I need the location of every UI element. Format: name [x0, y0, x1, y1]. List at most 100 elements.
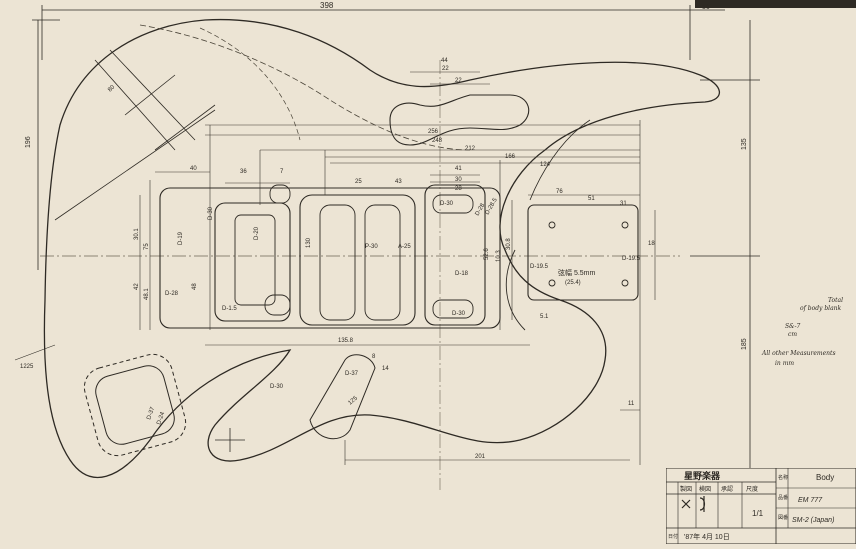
- lower-cutaway-line: [505, 249, 526, 331]
- dim-label: D-28: [165, 291, 179, 297]
- svg-text:in mm: in mm: [775, 360, 794, 367]
- model-number: EM 777: [798, 497, 823, 504]
- dim-label: 10.3: [496, 250, 502, 262]
- dim-label: D-37: [146, 406, 156, 421]
- col-scale: 尺度: [746, 485, 758, 493]
- part-name: Body: [816, 473, 834, 482]
- dimension-labels: 22 44 22 256 248 212 166 124 40 36 7 25 …: [107, 58, 655, 460]
- dim-label: 14: [382, 366, 389, 372]
- dim-label: 48.1: [144, 288, 150, 300]
- dim-label: 135.8: [338, 338, 354, 344]
- dim-label: D-30: [440, 201, 454, 207]
- svg-text:S&-7: S&-7: [785, 323, 800, 330]
- code-label: 図番: [778, 514, 788, 521]
- col-draw: 製図: [680, 485, 692, 493]
- dim-label: D-18: [455, 271, 469, 277]
- pickup-inner-routs: [234, 184, 474, 321]
- dim-label: 76: [556, 189, 563, 195]
- dim-label: D-30: [208, 206, 214, 220]
- date-label: 日付: [668, 533, 678, 540]
- arm-contour: [139, 24, 471, 151]
- overall-width-dim: [41, 5, 725, 60]
- dim-label: 30: [455, 177, 462, 183]
- jack-plate: [83, 353, 187, 457]
- dim-label: 18: [648, 241, 655, 247]
- dim-right-ext: 56: [702, 4, 710, 11]
- upper-contour: [199, 27, 301, 141]
- dim-label: 166: [505, 154, 516, 160]
- dim-label: 41: [455, 166, 462, 172]
- dim-label: 48: [192, 283, 198, 290]
- svg-text:cm: cm: [788, 331, 797, 338]
- dim-height-lower: 185: [741, 338, 748, 350]
- dim-label: 40: [190, 166, 197, 172]
- dim-label: 130: [306, 237, 312, 248]
- string-spacing-note: 弦幅 5.5mm: [558, 268, 596, 277]
- dim-height-upper: 135: [741, 138, 748, 150]
- dim-label: 5.1: [540, 314, 549, 320]
- dim-label: D-30: [452, 311, 466, 317]
- col-check: 検図: [699, 485, 711, 493]
- dim-label: D-19.5: [530, 264, 549, 270]
- horizontal-dims: [155, 71, 640, 461]
- dim-label: 36: [240, 169, 247, 175]
- dim-label: D-19.5: [622, 256, 641, 262]
- svg-text:Total: Total: [828, 297, 843, 304]
- drawing-code: SM-2 (Japan): [792, 517, 834, 524]
- dim-label: 31: [620, 201, 627, 207]
- signature-stamps: [681, 496, 706, 512]
- dim-label: 25: [355, 179, 362, 185]
- model-label: 品番: [778, 494, 788, 501]
- leader-left: [14, 344, 56, 361]
- date-value: '87年 4月 10日: [684, 532, 730, 541]
- dim-label: 125: [347, 395, 359, 406]
- vertical-dims: [139, 120, 656, 465]
- dim-label: A-25: [398, 244, 411, 250]
- dim-label: 44: [441, 58, 448, 64]
- dim-label: 30.8: [506, 238, 512, 250]
- name-label: 名称: [778, 474, 788, 481]
- overall-height-dim: [32, 19, 60, 270]
- dim-width: 398: [320, 1, 334, 10]
- dim-label: 124: [540, 162, 551, 168]
- handwritten-notes: Total of body blank S&-7 cm All other Me…: [761, 297, 843, 367]
- dim-height: 196: [25, 136, 32, 148]
- dim-label: 22: [442, 66, 449, 72]
- right-height-dims: [690, 20, 760, 520]
- dim-label: 75: [144, 243, 150, 250]
- horn-inner-line: [529, 119, 591, 201]
- dim-label: 212: [465, 146, 476, 152]
- dim-label: 80: [107, 84, 116, 93]
- trem-screws: [548, 221, 629, 287]
- scale-value: 1/1: [752, 509, 764, 518]
- body-outline: [43, 18, 721, 478]
- dim-label: 42: [134, 283, 140, 290]
- dim-label: 30.1: [134, 228, 140, 240]
- dim-label: 201: [475, 454, 486, 460]
- title-block: 星野楽器 製図 検図 承認 尺度 1/1 日付 '87年 4月 10日 名称 品…: [666, 468, 856, 544]
- dim-label: 7: [280, 169, 284, 175]
- dim-label: 51: [588, 196, 595, 202]
- dim-label: 28: [455, 186, 462, 192]
- dim-left: 1225: [20, 364, 34, 370]
- dim-label: D-28.5: [485, 197, 500, 216]
- svg-text:All other Measurements: All other Measurements: [761, 350, 836, 357]
- upper-left-construction: [54, 49, 216, 221]
- control-cavity: [309, 354, 376, 440]
- dim-label: D-24: [156, 411, 166, 426]
- dim-label: D-1.5: [222, 306, 237, 312]
- dim-label: 248: [432, 138, 443, 144]
- dim-label: 256: [428, 129, 439, 135]
- dim-label: 43: [395, 179, 402, 185]
- dim-label: 11: [628, 401, 635, 407]
- dim-label: D-30: [270, 384, 284, 390]
- dim-label: 8: [372, 354, 376, 360]
- dim-label: 22: [455, 78, 462, 84]
- dim-label: D-20: [254, 226, 260, 240]
- dim-label: D-37: [345, 371, 359, 377]
- company-name: 星野楽器: [684, 470, 721, 481]
- svg-text:of body blank: of body blank: [800, 305, 842, 312]
- col-approve: 承認: [721, 485, 733, 493]
- string-spacing-sub: (25.4): [565, 280, 581, 286]
